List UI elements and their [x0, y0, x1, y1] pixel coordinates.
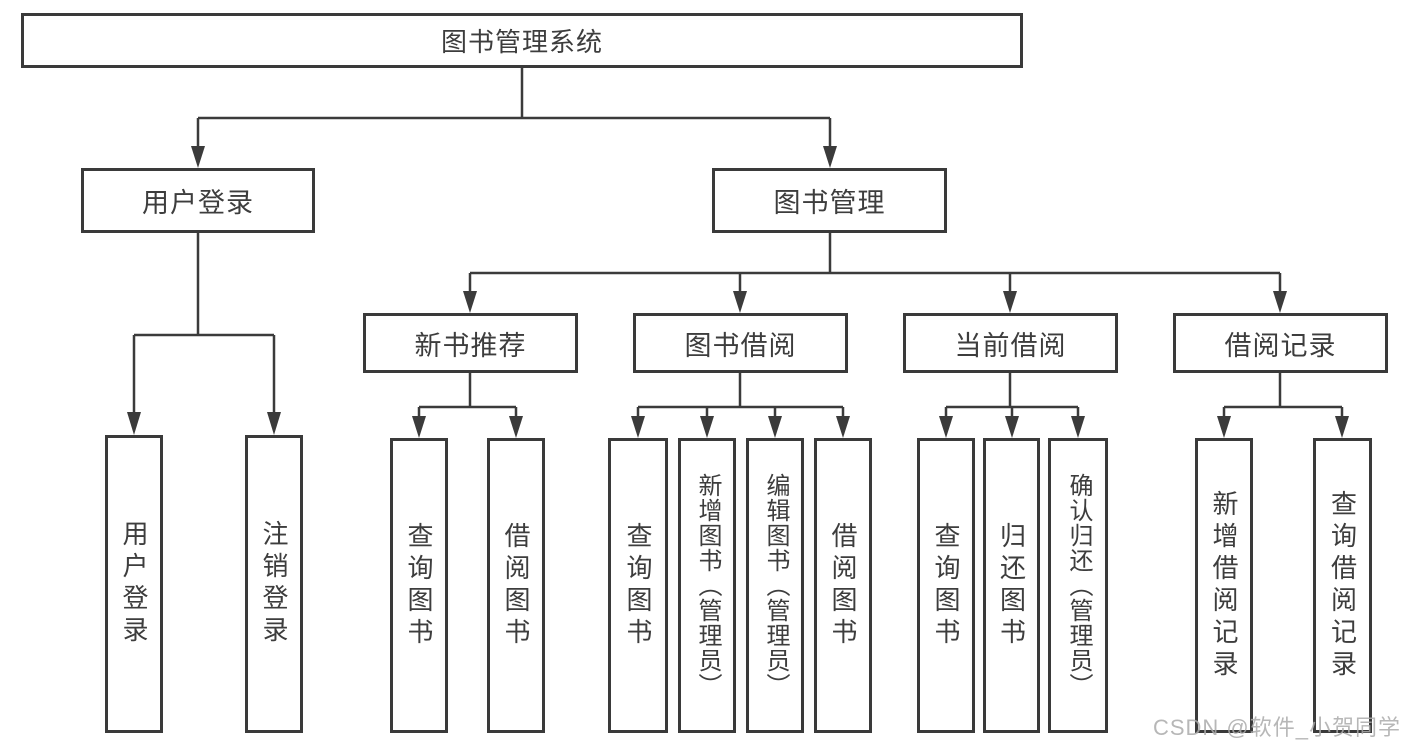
node-return-book: 归还图书	[983, 438, 1040, 733]
node-return-book-label: 归还图书	[996, 521, 1027, 650]
node-query-book-1-label: 查询图书	[404, 521, 434, 650]
node-root-label: 图书管理系统	[440, 27, 603, 57]
connector-borrow-record-children	[1217, 373, 1349, 438]
connector-root-to-level2	[191, 68, 837, 168]
node-book-mgmt: 图书管理	[712, 168, 947, 233]
node-query-borrow-record: 查询借阅记录	[1313, 438, 1372, 733]
node-borrow-book-2: 借阅图书	[814, 438, 872, 733]
node-query-book-3-label: 查询图书	[931, 521, 961, 650]
node-book-mgmt-label: 图书管理	[773, 188, 886, 218]
connector-book-mgmt-to-level3	[463, 233, 1287, 313]
connector-user-login-children	[127, 233, 281, 435]
node-user-login: 用户登录	[81, 168, 315, 233]
node-current-borrow: 当前借阅	[903, 313, 1118, 373]
node-book-borrow-label: 图书借阅	[684, 330, 797, 361]
node-user-login-label: 用户登录	[142, 188, 254, 218]
node-borrow-record: 借阅记录	[1173, 313, 1388, 373]
node-current-borrow-label: 当前借阅	[954, 330, 1067, 361]
node-user-login-leaf: 用户登录	[105, 435, 163, 733]
node-confirm-return-admin-label: 确认归还（管理员）	[1065, 473, 1092, 698]
node-logout-leaf-label: 注销登录	[259, 520, 289, 648]
node-query-book-2: 查询图书	[608, 438, 668, 733]
node-edit-book-admin: 编辑图书（管理员）	[746, 438, 804, 733]
node-root: 图书管理系统	[21, 13, 1023, 68]
connector-book-borrow-children	[631, 373, 850, 438]
node-query-book-2-label: 查询图书	[623, 521, 653, 650]
node-confirm-return-admin: 确认归还（管理员）	[1048, 438, 1108, 733]
node-add-book-admin-label: 新增图书（管理员）	[694, 473, 721, 698]
node-query-book-1: 查询图书	[390, 438, 448, 733]
node-edit-book-admin-label: 编辑图书（管理员）	[762, 473, 789, 698]
node-add-book-admin: 新增图书（管理员）	[678, 438, 736, 733]
node-logout-leaf: 注销登录	[245, 435, 303, 733]
node-borrow-book-1-label: 借阅图书	[501, 521, 531, 650]
node-add-borrow-record: 新增借阅记录	[1195, 438, 1253, 733]
node-query-borrow-record-label: 查询借阅记录	[1327, 489, 1358, 682]
node-query-book-3: 查询图书	[917, 438, 975, 733]
node-borrow-book-1: 借阅图书	[487, 438, 545, 733]
connector-current-borrow-children	[939, 373, 1085, 438]
node-borrow-record-label: 借阅记录	[1224, 330, 1337, 361]
node-add-borrow-record-label: 新增借阅记录	[1209, 489, 1239, 682]
node-new-book-recommend: 新书推荐	[363, 313, 578, 373]
connector-new-book-children	[412, 373, 523, 438]
node-new-book-recommend-label: 新书推荐	[414, 330, 527, 361]
watermark-text: CSDN @软件_小贺同学	[1152, 715, 1401, 740]
node-user-login-leaf-label: 用户登录	[119, 520, 149, 648]
node-borrow-book-2-label: 借阅图书	[828, 521, 858, 650]
node-book-borrow: 图书借阅	[633, 313, 848, 373]
